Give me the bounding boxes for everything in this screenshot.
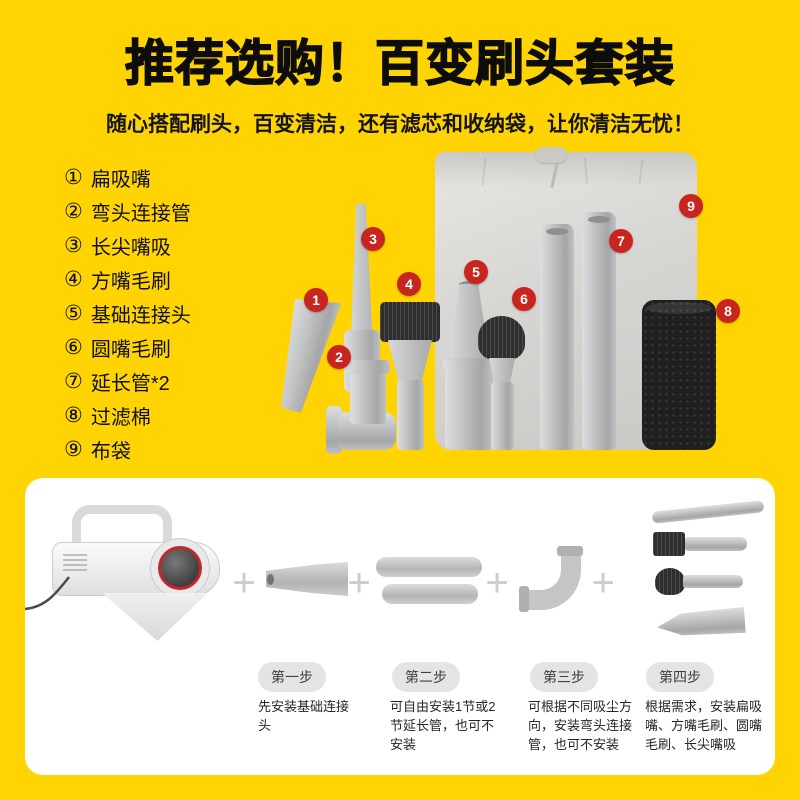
product-marker-7: 7 — [609, 229, 633, 253]
step-desc-3: 可根据不同吸尘方向，安装弯头连接管，也可不安装 — [528, 699, 633, 752]
extension-tube-1-image — [540, 224, 574, 450]
vacuum-motor-face — [158, 546, 202, 590]
crevice-thumb — [651, 500, 765, 524]
product-marker-3: 3 — [361, 227, 385, 251]
extension-tube-2-image — [582, 212, 616, 450]
round-brush-tube — [491, 382, 514, 450]
part-number: ⑧ — [64, 404, 83, 427]
parts-list-item: ② 弯头连接管 — [64, 200, 191, 225]
plus-icon: + — [485, 561, 509, 605]
part-label: 长尖嘴吸 — [90, 237, 171, 259]
plus-icon: + — [347, 561, 371, 605]
round-brush-thumb-bristles — [655, 568, 685, 595]
part-label: 圆嘴毛刷 — [90, 339, 171, 361]
step-badge-4: 第四步 — [646, 662, 714, 692]
parts-list-item: ① 扁吸嘴 — [64, 166, 191, 191]
elbow-vertical — [350, 368, 386, 424]
square-brush-thumb-bristles — [653, 532, 685, 556]
tube-opening — [546, 228, 568, 235]
plus-icon: + — [232, 561, 256, 605]
round-brush-bristles — [478, 316, 525, 360]
vacuum-vents — [63, 554, 87, 574]
round-brush-neck — [489, 358, 515, 384]
assembly-steps-panel: + + + + 第一步 第二步 — [25, 478, 775, 775]
elbow-thumb-collar — [557, 546, 583, 556]
part-label: 过滤棉 — [90, 407, 151, 429]
part-label: 基础连接头 — [90, 305, 191, 327]
connector-body — [266, 562, 348, 596]
filter-top-rim — [646, 302, 712, 314]
extension-tube-thumb — [382, 584, 478, 604]
parts-list-item: ③ 长尖嘴吸 — [64, 234, 191, 259]
part-label: 布袋 — [90, 441, 131, 463]
parts-list-item: ⑧ 过滤棉 — [64, 404, 191, 429]
part-number: ③ — [64, 234, 83, 257]
product-marker-6: 6 — [512, 287, 536, 311]
elbow-thumb-body — [525, 554, 581, 610]
step-badge-1: 第一步 — [258, 662, 326, 692]
plus-icon: + — [591, 561, 615, 605]
elbow-thumb-flange — [519, 586, 529, 612]
product-marker-2: 2 — [327, 345, 351, 369]
part-number: ① — [64, 166, 83, 189]
square-brush-neck — [388, 340, 432, 382]
parts-list-item: ⑨ 布袋 — [64, 438, 191, 463]
part-number: ② — [64, 200, 83, 223]
square-brush-tube — [397, 380, 424, 450]
parts-list-item: ⑥ 圆嘴毛刷 — [64, 336, 191, 361]
bag-drawstring — [535, 147, 567, 163]
crevice-tube — [351, 204, 373, 334]
parts-list: ① 扁吸嘴 ② 弯头连接管 ③ 长尖嘴吸 ④ 方嘴毛刷 ⑤ 基础连接头 ⑥ 圆嘴毛刷 ⑦ 延长… — [64, 166, 191, 472]
connector-opening — [267, 574, 274, 585]
parts-list-item: ⑤ 基础连接头 — [64, 302, 191, 327]
part-number: ⑥ — [64, 336, 83, 359]
page-subtitle: 随心搭配刷头，百变清洁，还有滤芯和收纳袋，让你清洁无忧！ — [106, 113, 694, 136]
square-brush-bristles — [380, 302, 440, 342]
product-marker-8: 8 — [716, 299, 740, 323]
part-label: 弯头连接管 — [90, 203, 191, 225]
part-number: ④ — [64, 268, 83, 291]
vacuum-nozzle — [102, 593, 208, 641]
parts-list-item: ⑦ 延长管*2 — [64, 370, 191, 395]
product-marker-1: 1 — [304, 288, 328, 312]
flat-nozzle-thumb — [656, 607, 746, 639]
step-badge-3: 第三步 — [530, 662, 598, 692]
step-desc-1: 先安装基础连接头 — [258, 699, 350, 733]
part-label: 延长管*2 — [90, 373, 170, 395]
product-marker-9: 9 — [679, 194, 703, 218]
part-label: 方嘴毛刷 — [90, 271, 171, 293]
product-marker-4: 4 — [397, 272, 421, 296]
square-brush-thumb-body — [685, 537, 747, 551]
filter-cotton-image — [642, 300, 716, 450]
part-number: ⑤ — [64, 302, 83, 325]
round-brush-thumb-body — [683, 575, 743, 588]
vacuum-cord — [25, 576, 70, 611]
tube-opening — [588, 216, 610, 223]
page-title: 推荐选购！百变刷头套装 — [124, 36, 675, 92]
step-desc-2: 可自由安装1节或2节延长管，也可不安装 — [390, 699, 496, 752]
part-number: ⑨ — [64, 438, 83, 461]
elbow-collar — [346, 360, 390, 374]
product-marker-5: 5 — [464, 260, 488, 284]
part-label: 扁吸嘴 — [90, 169, 151, 191]
vacuum-dust-cup — [150, 538, 210, 598]
extension-tube-thumb — [376, 557, 482, 577]
part-number: ⑦ — [64, 370, 83, 393]
step-badge-2: 第二步 — [392, 662, 460, 692]
parts-list-item: ④ 方嘴毛刷 — [64, 268, 191, 293]
step-desc-4: 根据需求，安装扁吸嘴、方嘴毛刷、圆嘴毛刷、长尖嘴吸 — [645, 699, 763, 752]
base-connector-body — [445, 366, 493, 450]
